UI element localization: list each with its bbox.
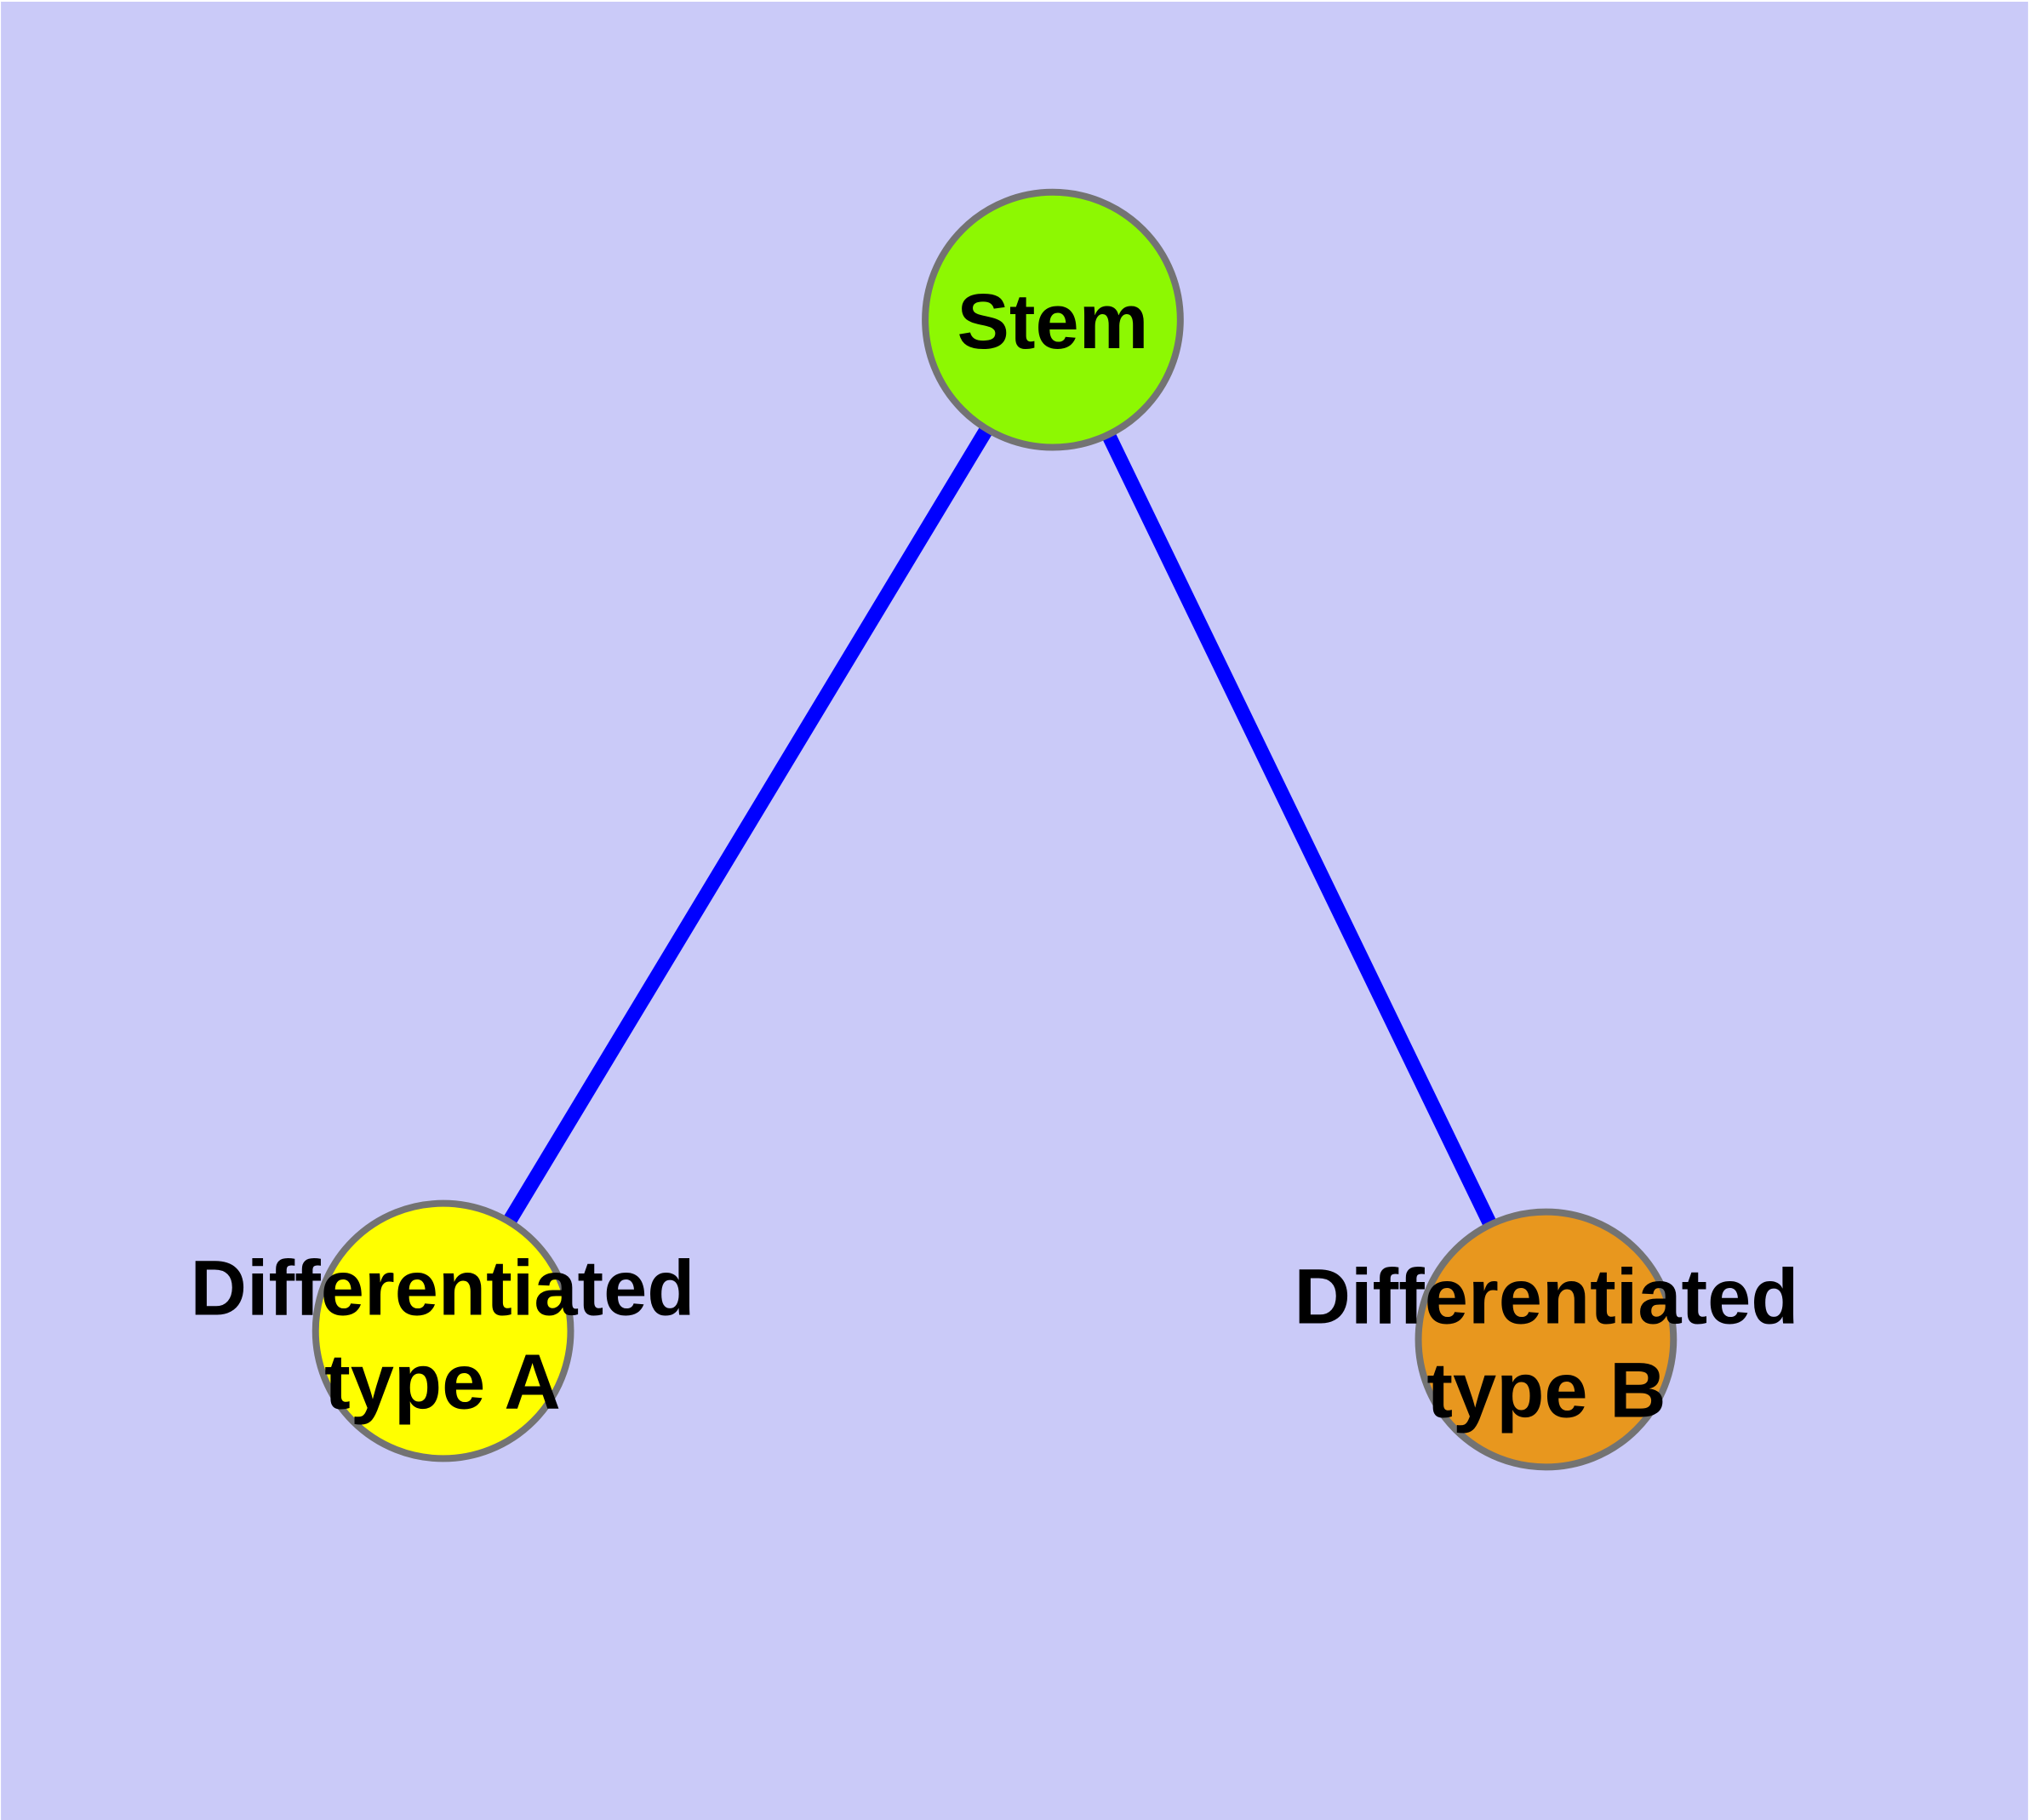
edge-stem-to-type-b: [1046, 316, 1553, 1343]
edge-stem-to-type-a: [437, 316, 1060, 1335]
node-differentiated-type-a: [311, 1199, 574, 1462]
node-differentiated-type-b: [1415, 1208, 1677, 1471]
node-stem: [922, 188, 1184, 451]
